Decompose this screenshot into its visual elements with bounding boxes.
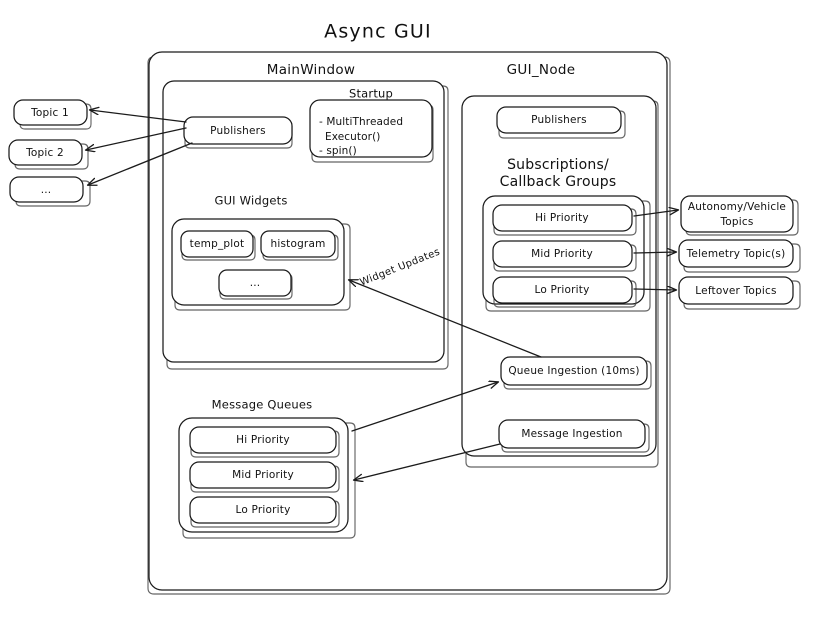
external-autonomy-vehicle-topics[interactable]: Autonomy/Vehicle Topics bbox=[680, 195, 799, 236]
external-topic-1[interactable]: Topic 1 bbox=[13, 99, 92, 130]
gui-node-publishers-box[interactable]: Publishers bbox=[496, 106, 626, 139]
callback-group-hi-label: Hi Priority bbox=[535, 212, 589, 224]
gui-node-title: GUI_Node bbox=[507, 62, 576, 78]
widget-temp-plot[interactable]: temp_plot bbox=[180, 230, 256, 261]
queue-ingestion-label: Queue Ingestion (10ms) bbox=[508, 365, 639, 377]
external-autonomy-vehicle-topics-label: Autonomy/Vehicle bbox=[688, 201, 786, 213]
subscriptions-title-line1: Subscriptions/ bbox=[507, 157, 609, 173]
main-window-publishers-box[interactable]: Publishers bbox=[183, 116, 293, 149]
main-window-title: MainWindow bbox=[267, 62, 355, 78]
arrow-publishers-to-topics bbox=[86, 110, 193, 185]
widget-histogram-label: histogram bbox=[270, 238, 325, 250]
gui-node-publishers-label: Publishers bbox=[531, 114, 587, 126]
widget-histogram[interactable]: histogram bbox=[260, 230, 339, 261]
startup-title: Startup bbox=[349, 87, 393, 101]
widget-more[interactable]: ... bbox=[218, 269, 293, 300]
page-title: Async GUI bbox=[324, 21, 432, 43]
message-queue-hi-label: Hi Priority bbox=[236, 434, 290, 446]
gui-widgets-group: GUI Widgets temp_plot histogram ... bbox=[171, 194, 351, 311]
external-topic-1-label: Topic 1 bbox=[30, 107, 69, 119]
startup-line-1: - MultiThreaded bbox=[319, 116, 403, 128]
main-window-publishers-label: Publishers bbox=[210, 125, 266, 137]
subscriptions-group: Subscriptions/ Callback Groups Hi Priori… bbox=[482, 157, 651, 312]
external-telemetry-topics-label: Telemetry Topic(s) bbox=[686, 248, 786, 260]
external-telemetry-topics[interactable]: Telemetry Topic(s) bbox=[678, 239, 801, 273]
external-leftover-topics[interactable]: Leftover Topics bbox=[678, 276, 801, 310]
widget-temp-plot-label: temp_plot bbox=[190, 238, 245, 250]
callback-group-lo-label: Lo Priority bbox=[535, 284, 590, 296]
widget-more-label: ... bbox=[250, 277, 261, 289]
callback-group-mid-label: Mid Priority bbox=[531, 248, 593, 260]
message-ingestion-box[interactable]: Message Ingestion bbox=[498, 419, 650, 453]
subscriptions-title-line2: Callback Groups bbox=[500, 174, 617, 190]
external-topic-3-label: ... bbox=[41, 184, 52, 196]
message-queues-group: Message Queues Hi Priority Mid Priority … bbox=[178, 398, 356, 539]
arrow-queues-to-queue-ingestion bbox=[351, 382, 498, 432]
arrow-callbacks-to-right-topics bbox=[633, 210, 678, 290]
external-topic-3[interactable]: ... bbox=[9, 176, 91, 207]
gui-widgets-title: GUI Widgets bbox=[214, 194, 287, 208]
message-queue-lo[interactable]: Lo Priority bbox=[189, 496, 340, 528]
message-queue-lo-label: Lo Priority bbox=[236, 504, 291, 516]
message-queues-title: Message Queues bbox=[212, 398, 313, 412]
callback-group-hi[interactable]: Hi Priority bbox=[492, 204, 637, 236]
external-topic-2-label: Topic 2 bbox=[25, 147, 64, 159]
startup-group: Startup - MultiThreaded Executor() - spi… bbox=[309, 87, 434, 163]
startup-line-2: Executor() bbox=[325, 131, 380, 143]
external-leftover-topics-label: Leftover Topics bbox=[695, 285, 776, 297]
external-autonomy-vehicle-topics-label2: Topics bbox=[719, 216, 753, 228]
callback-group-lo[interactable]: Lo Priority bbox=[492, 276, 637, 308]
arrow-message-ingestion-to-queues bbox=[354, 443, 501, 480]
callback-group-mid[interactable]: Mid Priority bbox=[492, 240, 637, 272]
message-ingestion-label: Message Ingestion bbox=[521, 428, 622, 440]
startup-line-3: - spin() bbox=[319, 145, 357, 157]
queue-ingestion-box[interactable]: Queue Ingestion (10ms) bbox=[500, 356, 652, 390]
external-topic-2[interactable]: Topic 2 bbox=[8, 139, 89, 170]
message-queue-mid[interactable]: Mid Priority bbox=[189, 461, 340, 493]
message-queue-mid-label: Mid Priority bbox=[232, 469, 294, 481]
message-queue-hi[interactable]: Hi Priority bbox=[189, 426, 340, 458]
